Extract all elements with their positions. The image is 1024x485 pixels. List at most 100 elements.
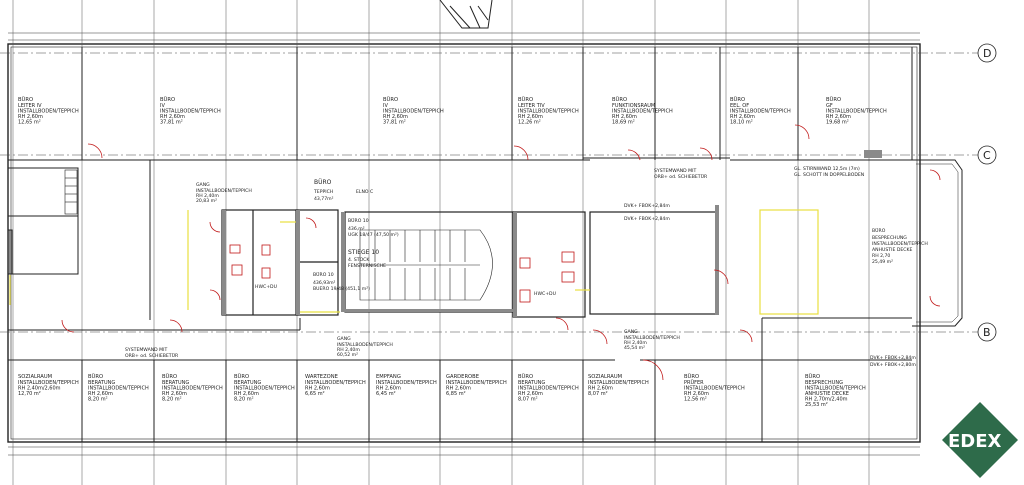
top-room-name: BÜRO: [160, 96, 175, 103]
axis-marker-c: [977, 145, 997, 165]
buero10-line2: UGK 18/47 (47,50 m²): [348, 232, 399, 238]
top-room-line: INSTALLBODEN/TEPPICH: [160, 109, 221, 115]
axis-marker-b: [977, 322, 997, 342]
corridor-left-line3: 20,83 m²: [196, 198, 217, 204]
bottom-room-line: RH 2,60m: [684, 391, 709, 397]
structural-gridlines: [12, 0, 870, 485]
top-room-line: GF: [826, 103, 833, 109]
top-room-name: BÜRO: [730, 96, 745, 103]
bottom-room-line: ANHUSTIE DECKE: [805, 391, 849, 397]
center-labels: GANG INSTALLBODEN/TEPPICH RH 2,40m 20,83…: [125, 166, 928, 368]
bottom-room-name: GARDEROBE: [446, 374, 479, 380]
buero10-line1: 436,m²: [348, 226, 365, 232]
top-room-line: 19,68 m²: [826, 120, 849, 126]
top-room-line: LEITER TIV: [518, 103, 545, 109]
bottom-room-line: RH 2,60m: [88, 391, 113, 397]
top-room-name: BÜRO: [18, 96, 33, 103]
buero10b-line2: BUERO 19/48 (451,1 m²): [313, 286, 370, 292]
top-room-name: BÜRO: [612, 96, 627, 103]
besprechung-line2: INSTALLBODEN/TEPPICH: [872, 241, 928, 247]
corridor-right-line2: RH 2,40m: [624, 340, 647, 346]
bottom-room-line: INSTALLBODEN/TEPPICH: [18, 380, 79, 386]
top-row-walls: [8, 47, 913, 161]
top-room-line: IV: [383, 103, 388, 109]
bottom-room-line: INSTALLBODEN/TEPPICH: [588, 380, 649, 386]
bottom-room-line: RH 2,60m: [588, 386, 613, 392]
bottom-room-line: 12,70 m²: [18, 391, 41, 397]
bottom-room-line: INSTALLBODEN/TEPPICH: [805, 386, 866, 392]
besprechung-line1: BESPRECHUNG: [872, 235, 907, 241]
bottom-room-name: BÜRO: [88, 373, 103, 380]
corridor-bottom-line1: INSTALLBODEN/TEPPICH: [337, 342, 393, 348]
core-gray-walls: [222, 150, 882, 317]
systemwand-2: ORB+ od. SCHIEBETÜR: [654, 173, 708, 180]
bottom-room-name: EMPFANG: [376, 374, 401, 380]
dvk-4: DVK+ FBOK+2,80m: [870, 362, 916, 368]
bottom-room-line: 25,53 m²: [805, 402, 828, 408]
bottom-room-line: INSTALLBODEN/TEPPICH: [162, 386, 223, 392]
bottom-room-line: 6,85 m²: [446, 391, 466, 397]
bottom-room-line: PRÜFER: [684, 379, 704, 386]
top-room-line: IV: [160, 103, 165, 109]
top-room-line: 37,81 m²: [383, 120, 406, 126]
left-yellow-door: [9, 210, 189, 310]
schott-label: GL. SCHOTT IN DOPPELBODEN: [794, 172, 864, 178]
bottom-room-line: 8,20 m²: [234, 397, 254, 403]
left-side-walls: [7, 160, 151, 320]
bottom-room-line: INSTALLBODEN/TEPPICH: [376, 380, 437, 386]
corridor-bottom-name: GANG: [337, 336, 351, 342]
top-room-name: BÜRO: [518, 96, 533, 103]
corridor-right-line1: INSTALLBODEN/TEPPICH: [624, 335, 680, 341]
top-room-line: RH 2,60m: [160, 114, 185, 120]
bottom-room-line: RH 2,40m/2,60m: [18, 386, 61, 392]
bottom-room-line: RH 2,70m/2,40m: [805, 397, 848, 403]
corridor-bottom-line3: 60,52 m²: [337, 352, 358, 358]
axis-label-d: D: [983, 47, 991, 60]
corridor-left-line1: INSTALLBODEN/TEPPICH: [196, 188, 252, 194]
bottom-room-line: RH 2,60m: [305, 386, 330, 392]
buero10b-name: BÜRO 10: [313, 271, 334, 278]
bottom-room-line: 8,20 m²: [162, 397, 182, 403]
door-swings: [61, 124, 941, 381]
bottom-room-line: BERATUNG: [88, 380, 115, 386]
bottom-room-line: INSTALLBODEN/TEPPICH: [518, 386, 579, 392]
dvk-3: DVK+ FBOK+2,84m: [870, 355, 916, 361]
left-stair: [64, 169, 78, 215]
bottom-room-line: 6,65 m²: [305, 391, 325, 397]
top-room-line: 12,26 m²: [518, 120, 541, 126]
wc-fixtures: [229, 244, 575, 303]
top-room-line: 37,81 m²: [160, 120, 183, 126]
buero10b-line1: 436,93m²: [313, 280, 336, 286]
besprechung-line4: RH 2,70: [872, 253, 890, 259]
bottom-room-name: BÜRO: [518, 373, 533, 380]
dvk-1: DVK+ FBOK+2,84m: [624, 203, 670, 209]
bottom-room-name: BÜRO: [234, 373, 249, 380]
bottom-room-line: BESPRECHUNG: [805, 380, 843, 386]
corridor-left-name: GANG: [196, 182, 210, 188]
bottom-room-10: BÜROBESPRECHUNGINSTALLBODEN/TEPPICHANHUS…: [805, 373, 866, 408]
top-room-line: RH 2,60m: [826, 114, 851, 120]
corridor-bottom-line2: RH 2,40m: [337, 347, 360, 353]
corridor-right-line3: 45,54 m²: [624, 345, 645, 351]
top-room-name: BÜRO: [826, 96, 841, 103]
top-room-line: LEITER IV: [18, 103, 42, 109]
edex-logo: EDEX: [942, 402, 1018, 478]
systemwand-bottom-1: SYSTEMWAND MIT: [125, 347, 167, 353]
bottom-room-name: WARTEZONE: [305, 374, 338, 380]
top-room-line: INSTALLBODEN/TEPPICH: [612, 109, 673, 115]
top-room-line: INSTALLBODEN/TEPPICH: [383, 109, 444, 115]
buero-mid-name: BÜRO: [314, 179, 332, 186]
top-room-line: RH 2,60m: [518, 114, 543, 120]
